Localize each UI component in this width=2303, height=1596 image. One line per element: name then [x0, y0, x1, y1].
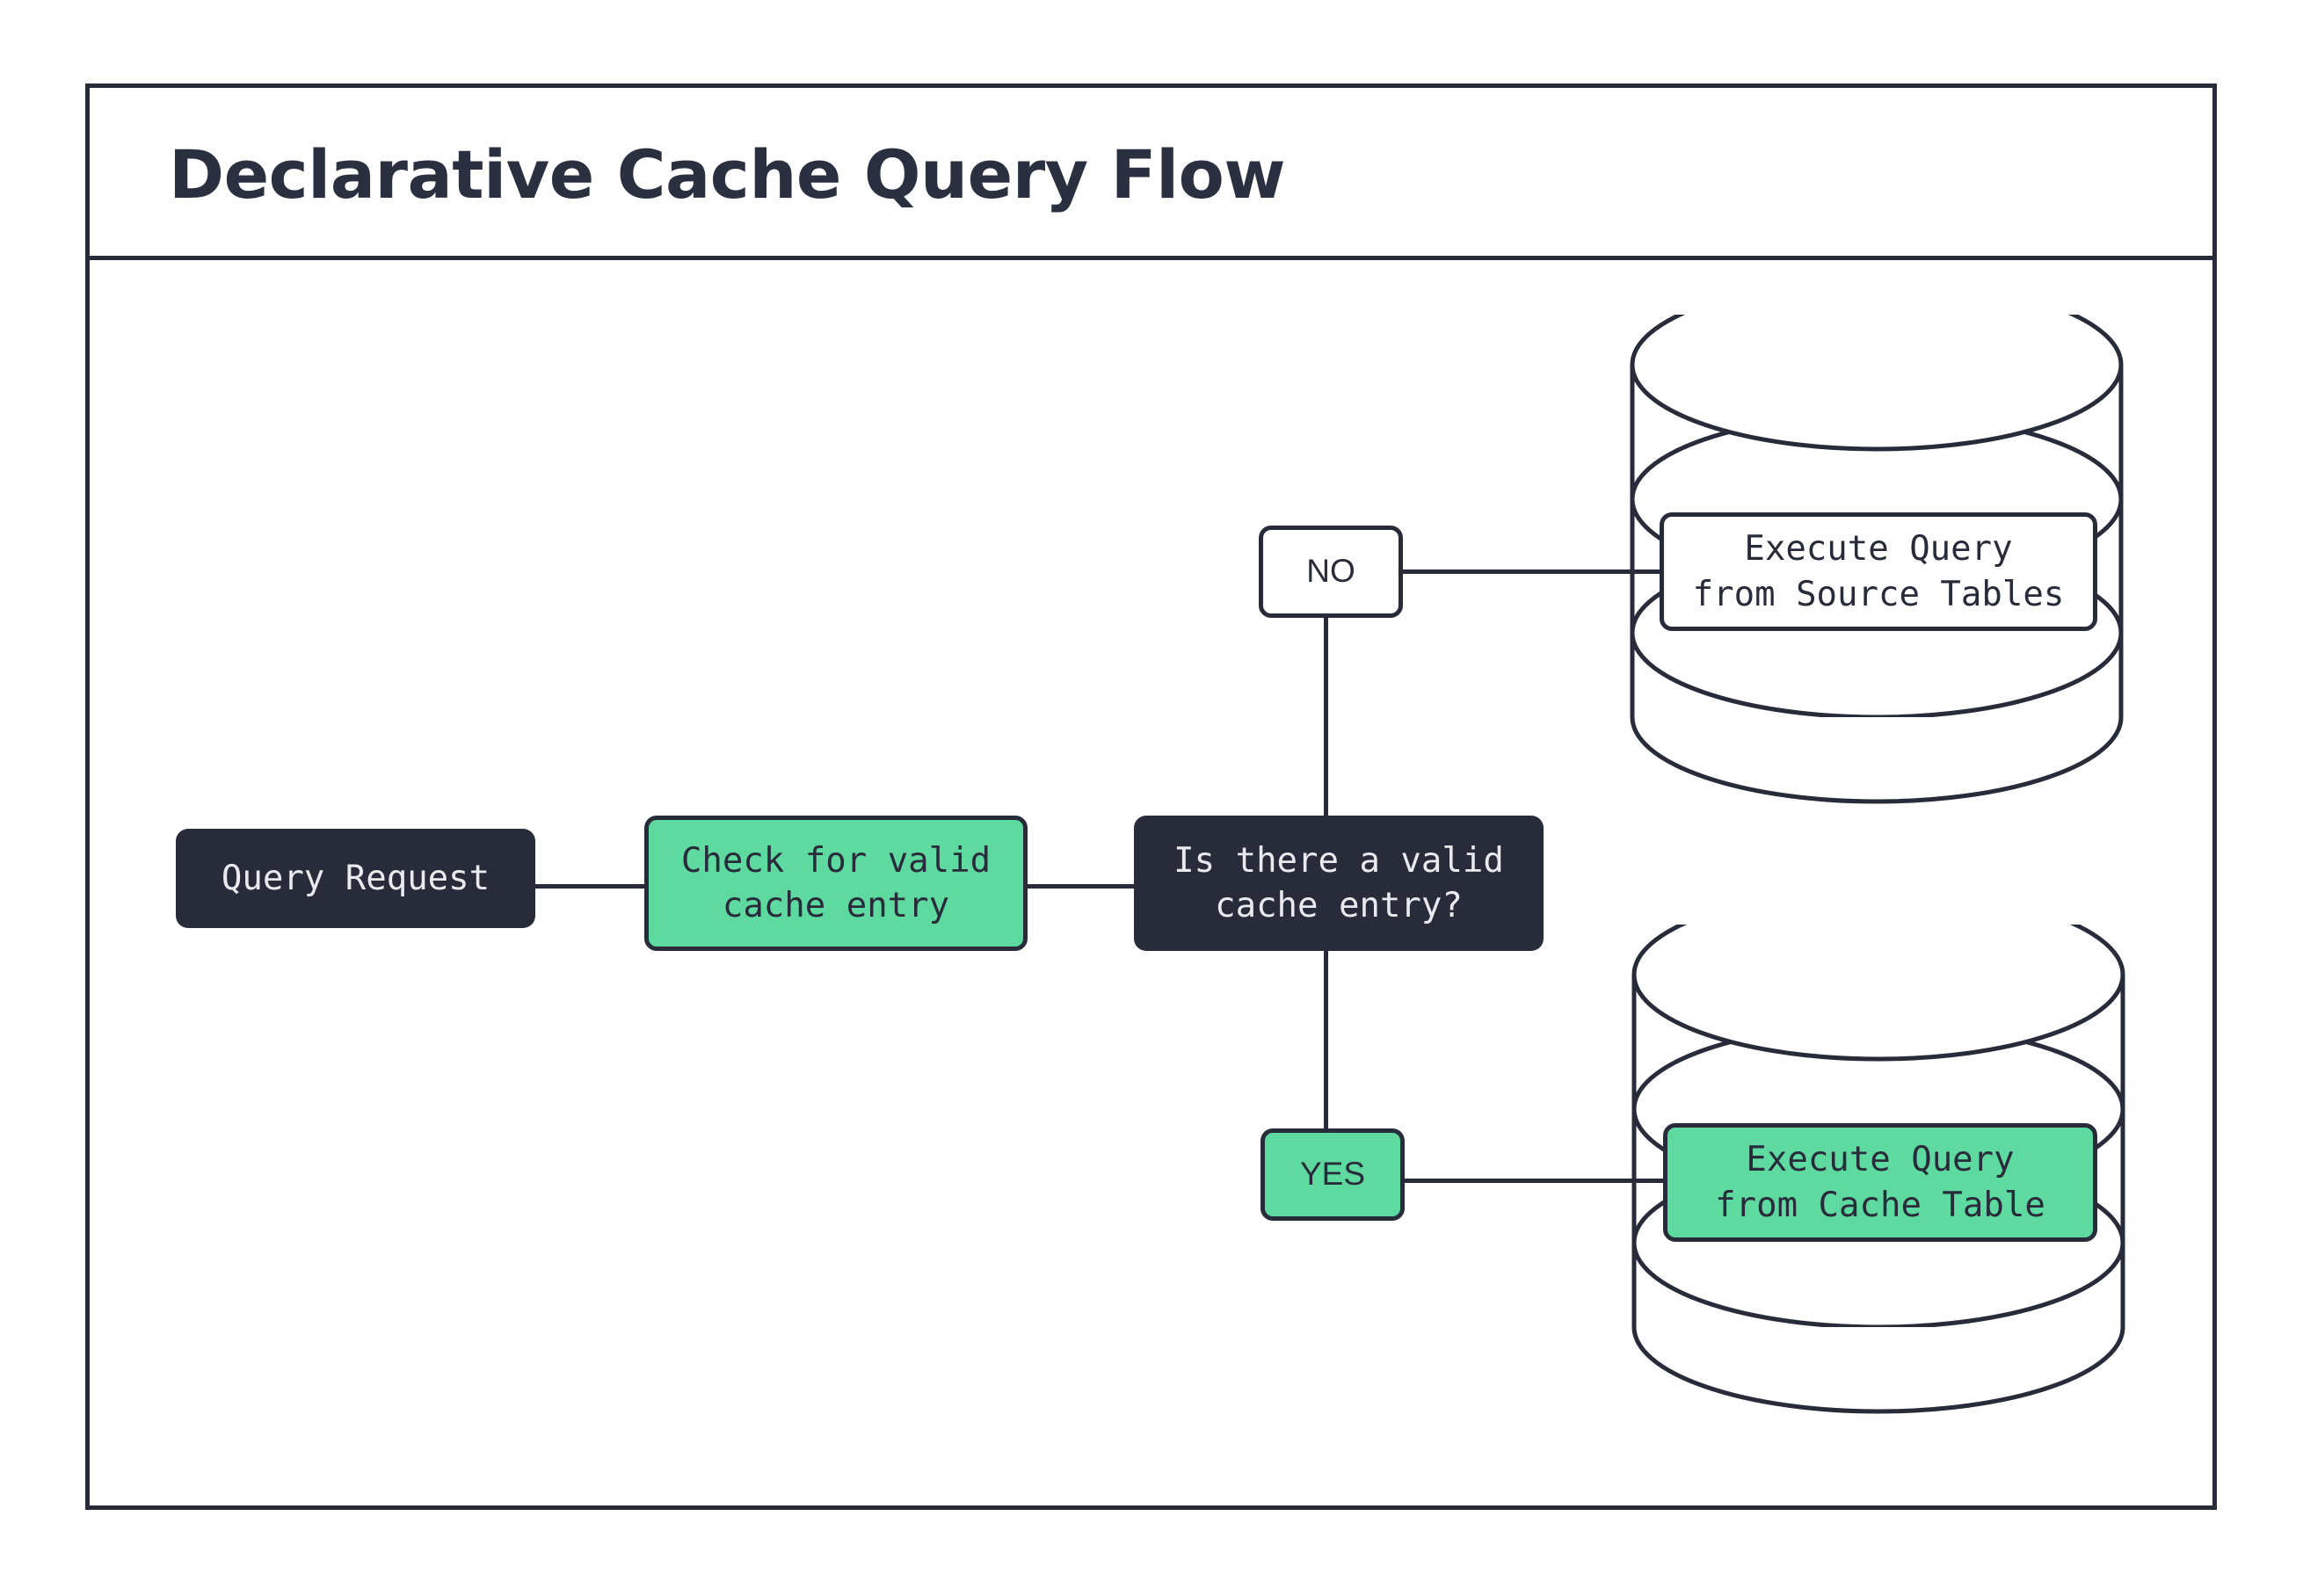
edge-check-cache-to-decision [1025, 884, 1137, 889]
node-execute-query-from-cache-table[interactable]: Execute Query from Cache Table [1663, 1123, 2097, 1242]
node-decision-valid-cache-entry[interactable]: Is there a valid cache entry? [1134, 816, 1544, 951]
node-check-for-valid-cache-entry[interactable]: Check for valid cache entry [644, 816, 1028, 951]
edge-decision-to-yes [1324, 948, 1328, 1131]
node-query-request[interactable]: Query Request [176, 829, 535, 928]
node-execute-query-from-source-tables[interactable]: Execute Query from Source Tables [1660, 512, 2097, 631]
edge-query-request-to-check-cache [533, 884, 647, 889]
title-bar: Declarative Cache Query Flow [90, 88, 2212, 260]
edge-no-to-source-tables [1399, 569, 1663, 574]
branch-label-no[interactable]: NO [1259, 526, 1403, 618]
edge-decision-to-no [1324, 615, 1328, 818]
page-title: Declarative Cache Query Flow [169, 135, 1286, 214]
branch-label-yes[interactable]: YES [1260, 1128, 1405, 1221]
edge-yes-to-cache-table [1400, 1179, 1664, 1183]
database-cylinder-cache-table-icon [1628, 925, 2129, 1417]
